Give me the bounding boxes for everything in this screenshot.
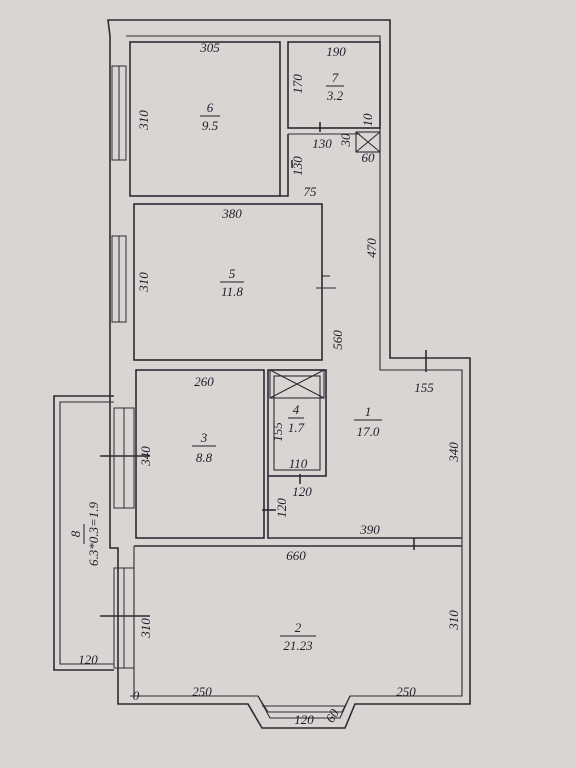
window-room5 xyxy=(111,235,127,323)
room-4-inner xyxy=(273,375,321,471)
dim-room6-width: 305 xyxy=(199,40,220,55)
dim-bay-side: 60 xyxy=(322,706,342,725)
dim-room7-small-b: 30 xyxy=(338,133,353,148)
room-6-area: 9.5 xyxy=(202,118,219,133)
dim-room7-small-a: 10 xyxy=(360,113,375,127)
room-2-area: 21.23 xyxy=(283,638,313,653)
dim-room1-155: 155 xyxy=(414,380,434,395)
dim-corridor-130-side: 130 xyxy=(290,156,305,176)
dim-room5-height: 310 xyxy=(136,272,151,293)
shaft-small xyxy=(355,131,381,153)
dim-room2-height-left: 310 xyxy=(138,618,153,639)
outer-wall-inner xyxy=(126,35,463,719)
room-7-number: 7 xyxy=(332,70,339,85)
dim-room2-width: 660 xyxy=(286,548,306,563)
dim-corner-zero: 0 xyxy=(133,688,140,703)
room-8-area: 6.3*0.3=1.9 xyxy=(86,501,101,566)
window-room3 xyxy=(113,407,135,509)
room-2-number: 2 xyxy=(295,620,302,635)
room-5-number: 5 xyxy=(229,266,236,281)
dim-room2-height-right: 310 xyxy=(446,610,461,631)
dim-room4-height: 155 xyxy=(270,422,285,442)
dim-room2-bottom-right: 250 xyxy=(396,684,416,699)
dim-room3-height: 340 xyxy=(138,446,153,467)
balcony-inner xyxy=(59,401,114,665)
bay-window xyxy=(257,695,351,713)
room-8-number: 8 xyxy=(68,530,83,537)
room-3-number: 3 xyxy=(200,430,208,445)
room-7-area: 3.2 xyxy=(326,88,344,103)
room-3-area: 8.8 xyxy=(196,450,213,465)
dim-room7-width: 190 xyxy=(326,44,346,59)
room-6 xyxy=(129,41,281,197)
room-4-area: 1.7 xyxy=(288,420,305,435)
dim-corridor-130-top: 130 xyxy=(312,136,332,151)
dim-room1-560: 560 xyxy=(330,330,345,350)
dim-shaft-60: 60 xyxy=(362,150,376,165)
balcony xyxy=(53,395,114,671)
dim-bay-width: 120 xyxy=(294,712,314,727)
dim-room1-390: 390 xyxy=(359,522,380,537)
dim-room1-470: 470 xyxy=(364,238,379,258)
room-5 xyxy=(133,203,323,361)
dim-room6-height: 310 xyxy=(136,110,151,131)
window-room6 xyxy=(111,65,127,161)
room-1-number: 1 xyxy=(365,404,372,419)
dim-room3-width: 260 xyxy=(194,374,214,389)
corridor-wall xyxy=(280,134,289,197)
dim-room5-width: 380 xyxy=(221,206,242,221)
shaft-large xyxy=(269,369,325,399)
dim-room4-width: 110 xyxy=(289,456,308,471)
room-4-wall xyxy=(267,476,462,539)
dim-room2-bottom-left: 250 xyxy=(192,684,212,699)
room-5-area: 11.8 xyxy=(221,284,243,299)
outer-wall xyxy=(107,19,471,729)
dim-room1-340: 340 xyxy=(446,442,461,463)
dim-balcony-120: 120 xyxy=(78,652,98,667)
dim-room7-height: 170 xyxy=(290,74,305,94)
dim-door-120-b: 120 xyxy=(274,498,289,518)
dim-door-120-a: 120 xyxy=(292,484,312,499)
window-room2 xyxy=(113,567,135,669)
room-1-area: 17.0 xyxy=(357,424,380,439)
room-6-number: 6 xyxy=(207,100,214,115)
room-4-number: 4 xyxy=(293,402,300,417)
dim-corridor-75: 75 xyxy=(304,184,318,199)
room-7 xyxy=(287,41,381,129)
room-3 xyxy=(135,369,265,539)
